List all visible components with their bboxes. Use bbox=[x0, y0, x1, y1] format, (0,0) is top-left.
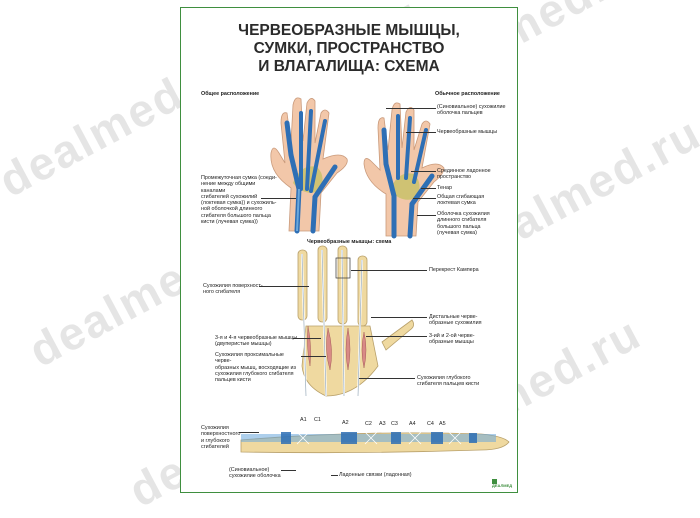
flexor-tendons-label: Сухожилия поверхностного и глубокого сги… bbox=[201, 425, 241, 450]
leader-line bbox=[413, 198, 436, 199]
logo-square-icon bbox=[492, 479, 497, 484]
pulley-label: C1 bbox=[314, 417, 321, 423]
leader-line bbox=[406, 132, 436, 133]
synovial-sheath-bottom-label: (Синовиальное) сухожилие оболочка bbox=[229, 467, 281, 480]
fdp-tendons-label: Сухожилия глубокого сгибателя пальцев ки… bbox=[417, 375, 480, 388]
lumbricals-scheme-heading: Червеобразные мышцы: схема bbox=[307, 239, 392, 245]
leader-line bbox=[359, 378, 415, 379]
pulley-label: C3 bbox=[391, 421, 398, 427]
leader-line bbox=[411, 171, 436, 172]
finger-sheath-illustration bbox=[240, 431, 510, 454]
leader-line bbox=[421, 188, 436, 189]
pulley-label: A5 bbox=[439, 421, 446, 427]
leader-line bbox=[417, 215, 436, 216]
poster-title: ЧЕРВЕОБРАЗНЫЕ МЫШЦЫ, СУМКИ, ПРОСТРАНСТВО… bbox=[181, 22, 517, 76]
right-hand-illustration bbox=[363, 102, 445, 239]
lumbricals-2-3-label: 3-ий и 2-ой черве- образные мышцы bbox=[429, 333, 475, 346]
pulley-label: C4 bbox=[427, 421, 434, 427]
leader-line bbox=[331, 475, 338, 476]
ulnar-bursa-label: Общая сгибающая локтевая сумка bbox=[437, 194, 485, 207]
leader-line bbox=[259, 286, 309, 287]
lumbricals-label: Червеобразные мышцы bbox=[437, 129, 498, 135]
pulley-label: A2 bbox=[342, 420, 349, 426]
leader-line bbox=[239, 432, 259, 433]
leader-line bbox=[366, 336, 427, 337]
leader-line bbox=[293, 338, 321, 339]
midpalmar-space-label: Срединное ладонное пространство bbox=[437, 168, 491, 181]
leader-line bbox=[281, 470, 296, 471]
lumbricals-3-4-label: 3-я и 4-я червеобразные мышцы (двуперист… bbox=[215, 335, 298, 348]
pulley-label: A1 bbox=[300, 417, 307, 423]
left-hand-heading: Общее расположение bbox=[201, 91, 260, 97]
proximal-lumbrical-tendons-label: Сухожилия проксимальные черве- образных … bbox=[215, 352, 297, 384]
leader-line bbox=[301, 356, 326, 357]
radial-bursa-label: Оболочка сухожилия длинного сгибателя бо… bbox=[437, 211, 490, 236]
camper-chiasm-label: Перекрест Кампера bbox=[429, 267, 479, 273]
leader-line bbox=[386, 108, 436, 109]
intermediate-bursa-label: Промежуточная сумка (соеди- нение между … bbox=[201, 175, 277, 226]
thenar-label: Тенар bbox=[437, 185, 452, 191]
synovial-sheath-label: (Синовиальное) сухожилие оболочка пальце… bbox=[437, 104, 506, 117]
title-line: СУМКИ, ПРОСТРАНСТВО bbox=[253, 40, 445, 57]
palmar-ligaments-label: Ладонные связки (ладонная) bbox=[339, 472, 412, 478]
right-hand-heading: Обычное расположение bbox=[435, 91, 500, 97]
pulley-label: A4 bbox=[409, 421, 416, 427]
title-line: И ВЛАГАЛИЩА: СХЕМА bbox=[258, 58, 440, 75]
pulley-label: A3 bbox=[379, 421, 386, 427]
poster: ЧЕРВЕОБРАЗНЫЕ МЫШЦЫ, СУМКИ, ПРОСТРАНСТВО… bbox=[180, 7, 518, 493]
pulley-label: C2 bbox=[365, 421, 372, 427]
leader-line bbox=[351, 270, 427, 271]
leader-line bbox=[261, 198, 296, 199]
title-line: ЧЕРВЕОБРАЗНЫЕ МЫШЦЫ, bbox=[238, 22, 460, 39]
fds-tendons-label: Сухожилия поверхност- ного сгибателя bbox=[203, 283, 263, 296]
distal-lumbrical-tendons-label: Дистальные черве- образные сухожилия bbox=[429, 314, 482, 327]
publisher-logo: ДЕАЛМЕД bbox=[492, 479, 518, 490]
leader-line bbox=[371, 317, 427, 318]
left-hand-illustration bbox=[270, 97, 348, 234]
